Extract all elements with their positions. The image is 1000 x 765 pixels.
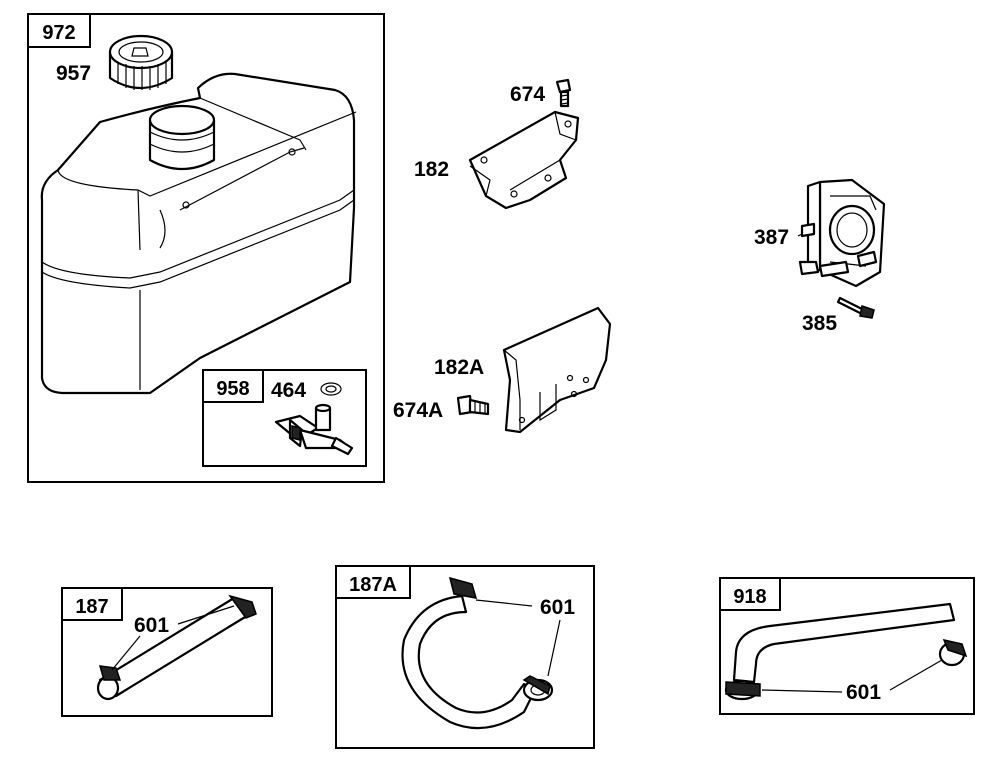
box-972-tab — [27, 13, 91, 48]
fuel-line-918 — [724, 602, 968, 701]
box-187-frame — [61, 587, 273, 717]
box-187A-label: 187A — [349, 574, 397, 596]
label-464: 464 — [271, 379, 306, 402]
fuel-cap-957 — [108, 34, 174, 90]
box-187-tab — [61, 587, 123, 621]
shutoff-valve-958 — [274, 403, 354, 456]
group-187: 187 601 — [61, 587, 273, 717]
label-957: 957 — [56, 62, 91, 85]
box-187-label: 187 — [75, 596, 108, 618]
label-182: 182 — [414, 158, 449, 181]
box-918-label: 918 — [733, 586, 766, 608]
group-918: 918 601 — [719, 577, 975, 715]
box-958-tab — [202, 369, 264, 403]
box-958-frame — [202, 369, 367, 467]
screw-385 — [836, 296, 875, 319]
label-674A: 674A — [393, 399, 443, 422]
group-187A: 187A 601 — [335, 565, 595, 749]
bracket-182A — [502, 306, 612, 434]
label-674: 674 — [510, 83, 545, 106]
bracket-182 — [468, 110, 580, 210]
group-972: 972 957 958 46 — [27, 13, 385, 483]
fuel-pump-387 — [798, 178, 886, 288]
box-972-label: 972 — [42, 22, 75, 44]
fuel-line-187 — [96, 594, 257, 701]
label-385: 385 — [802, 312, 837, 335]
label-387: 387 — [754, 226, 789, 249]
box-972-frame — [27, 13, 385, 483]
box-918-frame — [719, 577, 975, 715]
box-958-label: 958 — [216, 378, 249, 400]
label-601-a: 601 — [134, 614, 169, 637]
box-918-tab — [719, 577, 781, 611]
fuel-line-187A — [401, 576, 554, 730]
label-601-c: 601 — [846, 681, 881, 704]
label-182A: 182A — [434, 356, 484, 379]
fuel-tank — [40, 72, 357, 395]
box-187A-tab — [335, 565, 411, 599]
bolt-674A — [456, 394, 490, 416]
washer-464 — [320, 382, 342, 396]
bolt-674 — [555, 78, 572, 108]
label-601-b: 601 — [540, 596, 575, 619]
box-187A-frame — [335, 565, 595, 749]
